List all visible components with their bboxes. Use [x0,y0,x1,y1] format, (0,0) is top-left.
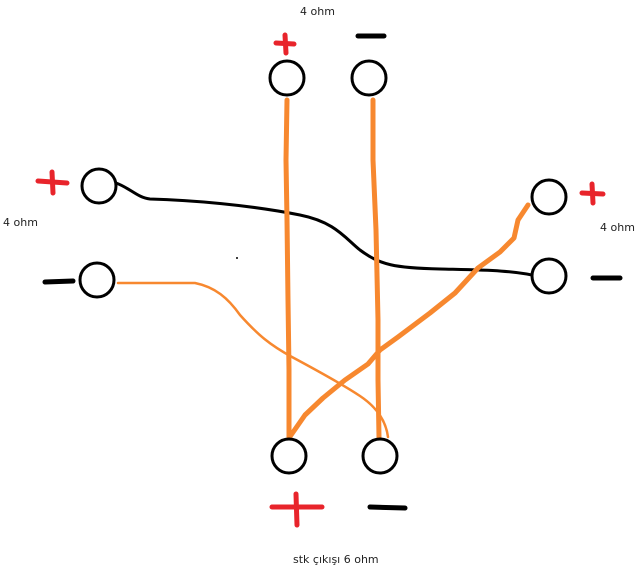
right-speaker-label: 4 ohm [600,221,635,234]
top-speaker-label: 4 ohm [300,5,335,18]
output-label: stk çıkışı 6 ohm [293,553,379,566]
orange-wire-top-minus-to-bottom-minus [370,97,382,440]
right-plus-terminal [530,178,568,216]
top-minus-terminal [350,59,388,97]
bottom-minus-terminal [361,437,399,475]
bottom-plus-terminal [270,437,308,475]
left-speaker-label: 4 ohm [3,216,38,229]
left-plus-mark [35,169,70,196]
black-wire-left-to-right [114,181,542,279]
top-plus-terminal [268,59,306,97]
bottom-plus-mark [269,491,325,528]
left-minus-mark [42,278,76,285]
top-plus-mark [273,32,297,56]
right-minus-terminal [530,257,568,295]
orange-wire-top-plus-to-bottom-plus [283,97,292,440]
orange-wire-right-plus-to-bottom-plus [286,202,531,441]
left-minus-terminal [78,261,116,299]
bottom-minus-mark [367,504,408,511]
left-plus-terminal [80,167,118,205]
orange-wire-left-minus-to-bottom-minus [116,281,390,439]
stray-dot [236,257,238,259]
right-plus-mark [579,181,606,206]
